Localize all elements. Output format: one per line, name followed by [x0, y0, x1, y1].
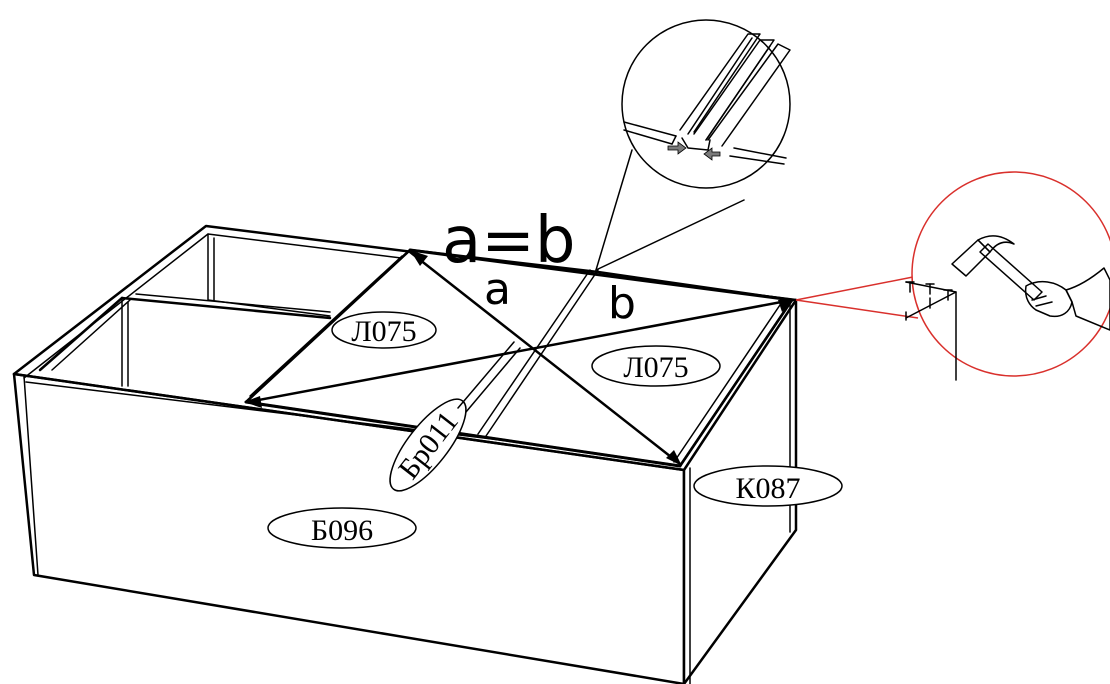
hand-icon	[1024, 267, 1110, 331]
top-shelves	[244, 248, 794, 468]
label-shelf-right: Л075	[591, 345, 721, 387]
svg-text:Л075: Л075	[351, 315, 416, 348]
nail-icon	[905, 281, 953, 321]
diagonal-b	[246, 298, 794, 404]
arrowhead	[410, 250, 428, 266]
hammer-icon	[951, 235, 1043, 301]
svg-text:Л075: Л075	[623, 351, 688, 384]
arrowhead	[666, 450, 682, 466]
hammer-callout	[795, 171, 1110, 381]
arrowhead	[244, 396, 262, 408]
svg-text:Б096: Б096	[311, 514, 373, 547]
label-shelf-left: Л075	[331, 311, 437, 349]
equation-text: a=b	[442, 204, 575, 278]
joint-detail-icon	[623, 33, 791, 165]
diagonal-a-label: a	[484, 264, 511, 315]
diagonal-b-label: b	[608, 278, 636, 329]
label-back-corner: К087	[693, 465, 843, 507]
arrowhead	[778, 300, 794, 312]
label-side: Б096	[267, 507, 417, 549]
diagonals	[244, 250, 794, 466]
joint-detail-callout	[595, 19, 791, 271]
svg-text:К087: К087	[735, 472, 800, 505]
diagonal-a	[408, 250, 682, 466]
